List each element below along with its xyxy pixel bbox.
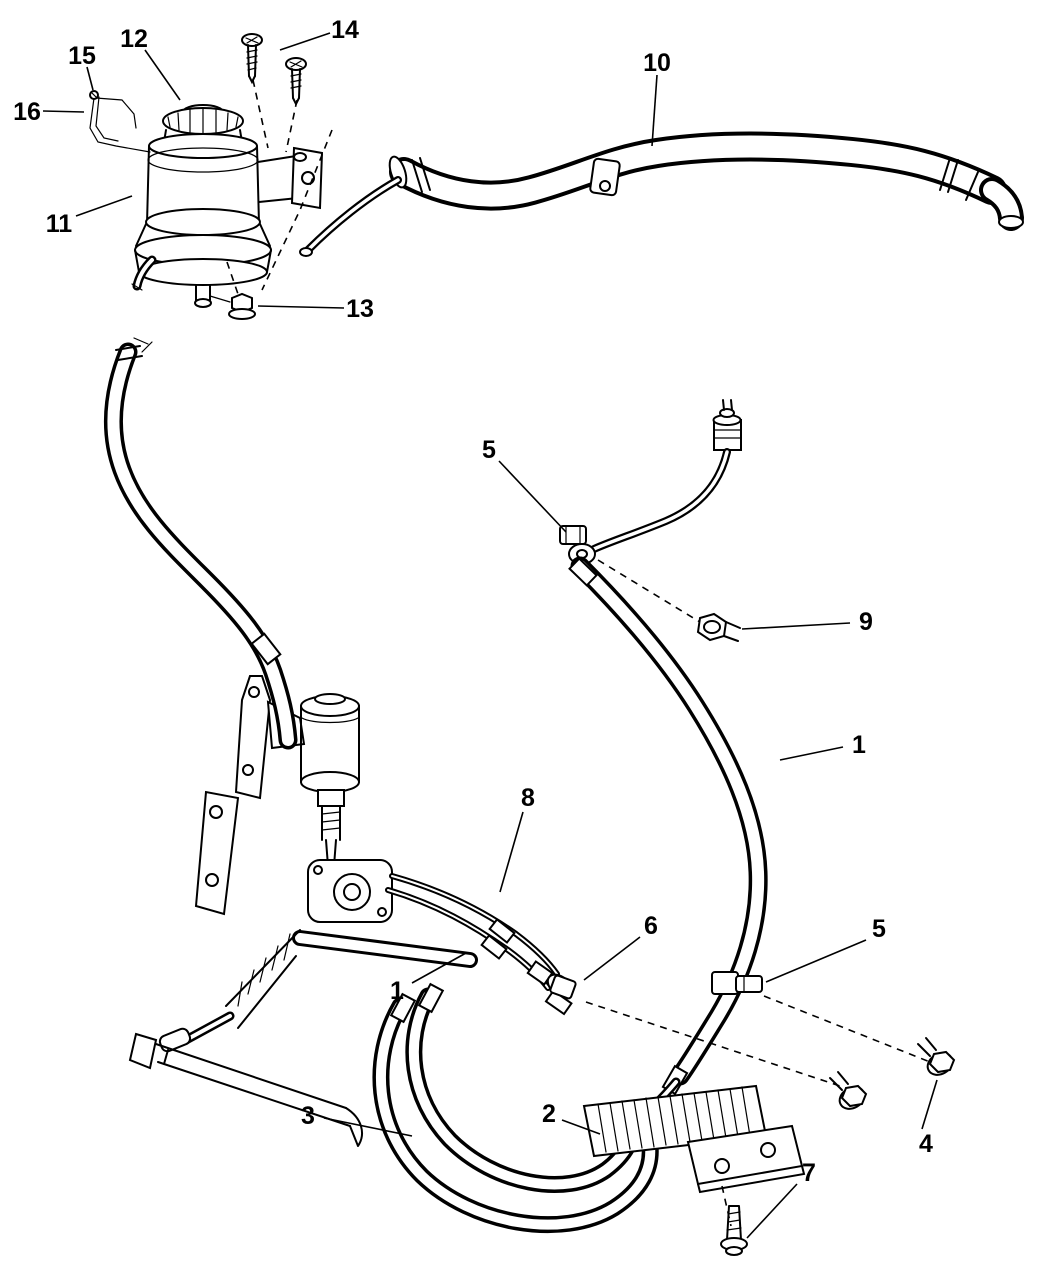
- supply-hose: [299, 131, 1024, 257]
- assembly-dashed-line: [252, 79, 269, 149]
- hose-clip-mid: [549, 974, 577, 1000]
- callout-15: 15: [68, 42, 96, 91]
- leader-line: [42, 110, 85, 113]
- callout-10: 10: [643, 49, 671, 147]
- callout-label: 10: [643, 49, 671, 77]
- callout-3: 3: [301, 1102, 413, 1137]
- oil-cooler: [582, 1084, 806, 1194]
- assembly-dashed-line: [261, 129, 333, 291]
- hose-clamp: [939, 157, 959, 193]
- bolt-7: [720, 1205, 748, 1256]
- callout-label: 5: [872, 915, 886, 943]
- mounting-screws: [241, 33, 307, 107]
- leader-line: [583, 936, 641, 981]
- callout-label: 8: [521, 784, 535, 812]
- callout-label: 5: [482, 436, 496, 464]
- callout-label: 13: [346, 295, 374, 323]
- leader-line: [651, 74, 658, 147]
- leader-line: [499, 811, 524, 893]
- callout-label: 15: [68, 42, 96, 70]
- callout-5: 5: [765, 915, 886, 983]
- callout-6: 6: [583, 912, 658, 981]
- callout-1: 1: [779, 731, 866, 761]
- callout-16: 16: [13, 98, 85, 126]
- leader-line: [779, 746, 844, 761]
- reservoir-bracket: [89, 90, 151, 153]
- bolts-4: [829, 1037, 956, 1110]
- assembly-dashed-line: [285, 99, 298, 153]
- hose-clamp: [115, 345, 143, 361]
- leader-line: [323, 1117, 413, 1137]
- leader-line: [144, 49, 181, 101]
- bolt-9: [696, 612, 741, 642]
- assembly-dashed-line: [226, 261, 239, 295]
- leader-line: [257, 305, 345, 309]
- leader-line: [86, 66, 94, 91]
- callout-label: 16: [13, 98, 41, 126]
- leader-line: [746, 1183, 798, 1239]
- callout-4: 4: [919, 1079, 938, 1158]
- callout-label: 11: [46, 210, 73, 238]
- hose-clip-right: [711, 971, 763, 995]
- callout-9: 9: [741, 608, 873, 636]
- callout-label: 12: [120, 25, 148, 53]
- callout-7: 7: [746, 1159, 816, 1239]
- callout-label: 7: [802, 1159, 816, 1187]
- hose-clamp: [411, 157, 431, 193]
- dashed-layer: [226, 79, 931, 1227]
- leader-line: [411, 952, 467, 984]
- pressure-hose: [568, 399, 768, 1115]
- fluid-reservoir: [131, 104, 324, 308]
- callout-13: 13: [257, 295, 374, 323]
- assembly-dashed-line: [721, 1185, 732, 1227]
- leader-line: [765, 939, 867, 983]
- hose-bracket: [589, 157, 621, 197]
- leader-line: [75, 195, 133, 217]
- assembly-dashed-line: [597, 559, 701, 623]
- nut-13: [228, 292, 256, 320]
- callout-label: 9: [859, 608, 873, 636]
- hose-clip-upper: [559, 525, 587, 545]
- callout-label: 3: [301, 1102, 315, 1130]
- assembly-dashed-line: [763, 995, 931, 1063]
- callout-label: 1: [852, 731, 866, 759]
- leader-line: [561, 1119, 601, 1135]
- callout-2: 2: [542, 1100, 601, 1135]
- leader-line: [921, 1079, 938, 1130]
- callout-12: 12: [120, 25, 181, 101]
- callout-14: 14: [279, 16, 359, 51]
- callout-label: 4: [919, 1130, 933, 1158]
- callout-label: 6: [644, 912, 658, 940]
- callout-5: 5: [482, 436, 567, 533]
- assembly-dashed-line: [585, 1001, 847, 1089]
- callout-label: 14: [331, 16, 359, 44]
- callout-1: 1: [390, 952, 467, 1005]
- leader-line: [279, 32, 331, 51]
- leader-line: [741, 622, 851, 630]
- callout-label: 1: [390, 977, 404, 1005]
- callout-11: 11: [46, 195, 133, 238]
- return-hose: [103, 337, 298, 750]
- callout-8: 8: [499, 784, 535, 893]
- leader-line: [498, 460, 567, 533]
- callout-label: 2: [542, 1100, 556, 1128]
- pump-and-steering-gear: [128, 675, 478, 1147]
